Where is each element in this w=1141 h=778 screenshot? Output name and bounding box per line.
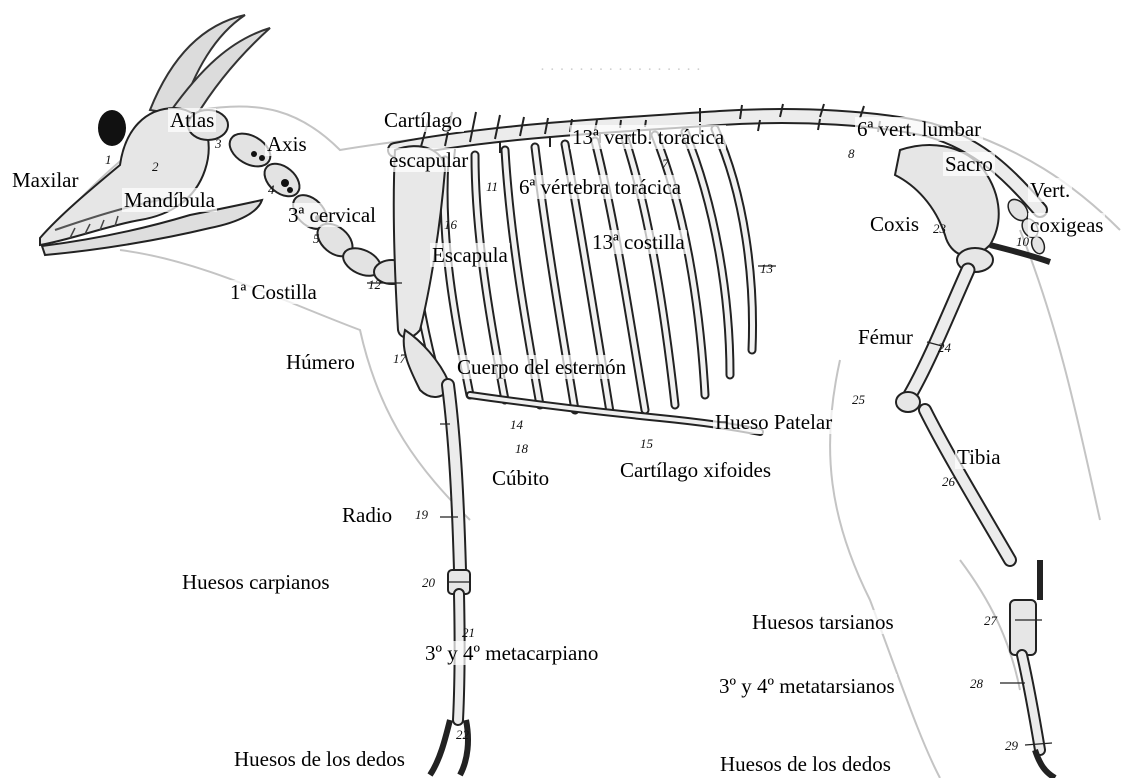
ref-number: 1 bbox=[105, 152, 112, 167]
ref-number: 17 bbox=[393, 351, 406, 366]
label-13-costilla: 13ª costilla bbox=[590, 230, 687, 254]
label-hueso-patelar: Hueso Patelar bbox=[713, 410, 835, 434]
ref-number: 23 bbox=[933, 221, 946, 236]
ref-number: 19 bbox=[415, 507, 428, 522]
label-mandibula: Mandíbula bbox=[122, 188, 217, 212]
ref-number: 25 bbox=[852, 392, 865, 407]
label-humero: Húmero bbox=[284, 350, 357, 374]
label-13-vertb-toracica: 13ª vertb. torácica bbox=[570, 125, 727, 149]
label-vert-coxigeas-2: coxigeas bbox=[1028, 213, 1106, 237]
bg-text: · · · · · · · · · · · · · · · · · bbox=[540, 62, 702, 78]
ref-number: 22 bbox=[456, 727, 469, 742]
label-tibia: Tibia bbox=[955, 445, 1003, 469]
horns bbox=[148, 14, 271, 120]
label-radio: Radio bbox=[340, 503, 395, 527]
label-axis: Axis bbox=[265, 132, 309, 156]
ref-number: 15 bbox=[640, 436, 653, 451]
ref-number: 18 bbox=[515, 441, 528, 456]
ref-number: 26 bbox=[942, 474, 955, 489]
label-6-vert-lumbar: 6ª vert. lumbar bbox=[855, 117, 984, 141]
ref-number: 11 bbox=[486, 179, 499, 194]
ref-number: 16 bbox=[444, 217, 457, 232]
ref-number: 12 bbox=[368, 277, 381, 292]
ref-number: 10 bbox=[1016, 234, 1029, 249]
label-metacarpiano: 3º y 4º metacarpiano bbox=[423, 641, 601, 665]
ref-number: 13 bbox=[760, 261, 773, 276]
ref-number: 14 bbox=[510, 417, 523, 432]
label-huesos-dedos-hind: Huesos de los dedos bbox=[718, 752, 893, 776]
mandible bbox=[40, 198, 264, 257]
leader-lines bbox=[367, 265, 1053, 746]
label-cuerpo-esternon: Cuerpo del esternón bbox=[455, 355, 629, 379]
ref-number: 4 bbox=[268, 182, 275, 197]
ref-number: 29 bbox=[1005, 738, 1018, 753]
ref-number: 5 bbox=[313, 231, 320, 246]
label-cartilago-escapular-2: escapular bbox=[387, 148, 471, 172]
ref-number: 28 bbox=[970, 676, 983, 691]
label-vert-coxigeas-1: Vert. bbox=[1028, 178, 1073, 202]
ref-number: 24 bbox=[938, 340, 951, 355]
scapula bbox=[392, 145, 447, 339]
label-3-cervical: 3ª cervical bbox=[286, 203, 378, 227]
ref-number: 27 bbox=[984, 613, 997, 628]
label-sacro: Sacro bbox=[943, 152, 995, 176]
label-6-vertebra-toracica: 6ª vértebra torácica bbox=[517, 175, 684, 199]
ref-number: 7 bbox=[662, 156, 669, 171]
spine bbox=[389, 110, 1046, 216]
label-huesos-tarsianos: Huesos tarsianos bbox=[750, 610, 896, 634]
label-femur: Fémur bbox=[856, 325, 915, 349]
label-1-costilla: 1ª Costilla bbox=[228, 280, 319, 304]
label-escapula: Escapula bbox=[430, 243, 510, 267]
ref-number: 21 bbox=[462, 625, 475, 640]
label-metatarsianos: 3º y 4º metatarsianos bbox=[717, 674, 897, 698]
ref-number: 2 bbox=[152, 159, 159, 174]
hindleg bbox=[895, 247, 1057, 778]
label-maxilar: Maxilar bbox=[10, 168, 81, 192]
ref-number: 20 bbox=[422, 575, 435, 590]
ref-number: 8 bbox=[848, 146, 855, 161]
label-cartilago-xifoides: Cartílago xifoides bbox=[618, 458, 774, 482]
label-cartilago-escapular-1: Cartílago bbox=[382, 108, 465, 132]
foreleg bbox=[402, 328, 471, 777]
label-huesos-dedos-fore: Huesos de los dedos bbox=[232, 747, 407, 771]
label-coxis: Coxis bbox=[868, 212, 922, 236]
label-atlas: Atlas bbox=[168, 108, 217, 132]
ref-number: 3 bbox=[215, 136, 222, 151]
label-cubito: Cúbito bbox=[490, 466, 552, 490]
label-huesos-carpianos: Huesos carpianos bbox=[180, 570, 332, 594]
